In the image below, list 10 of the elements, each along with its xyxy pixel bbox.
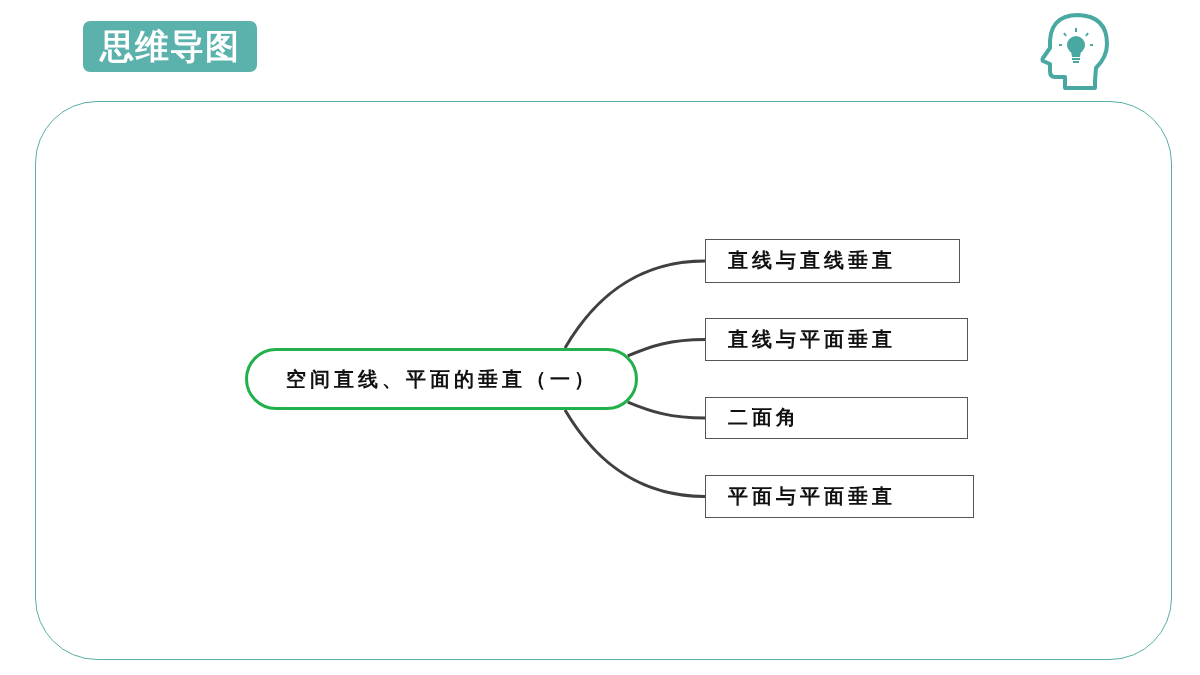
subtopic-box: 平面与平面垂直 [705,475,974,518]
subtopic-box: 直线与直线垂直 [705,239,960,283]
title-badge: 思维导图 [83,21,257,72]
connector-curve [563,259,706,349]
connector-curve [627,338,706,358]
connector-curve [627,400,706,420]
connector-curve [563,409,706,498]
subtopic-box: 二面角 [705,397,968,439]
subtopic-box: 直线与平面垂直 [705,318,968,361]
central-topic: 空间直线、平面的垂直（一） [245,348,638,410]
